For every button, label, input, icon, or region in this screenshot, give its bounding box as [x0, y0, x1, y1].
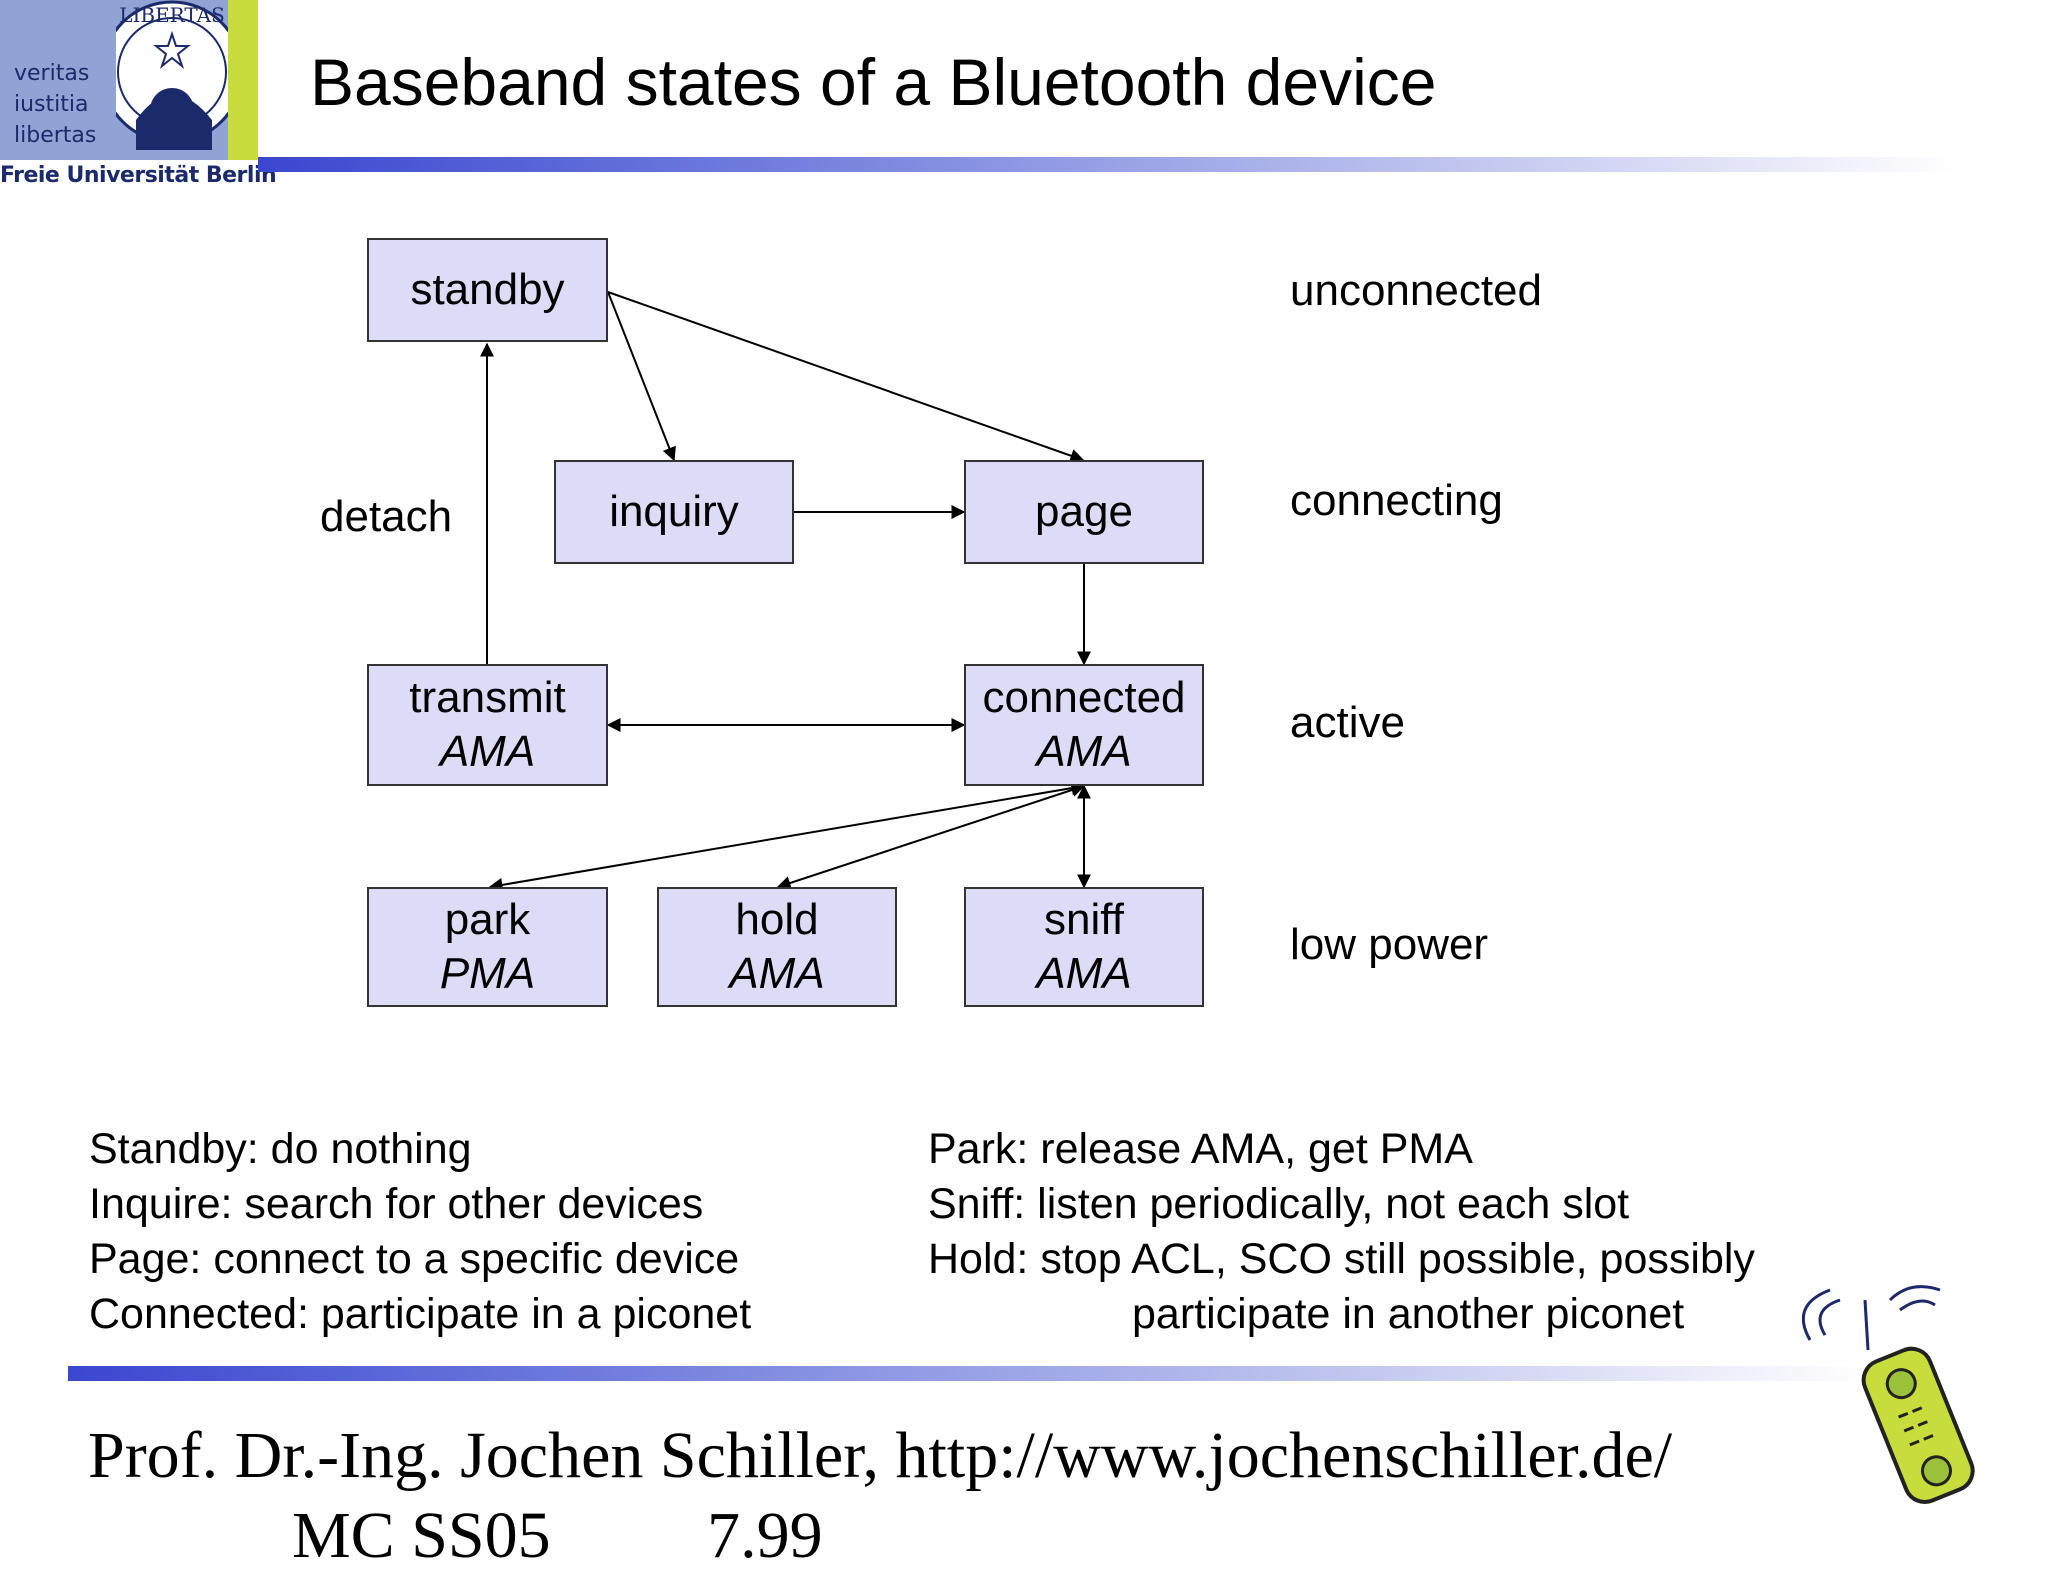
edge-connected-hold — [776, 783, 1086, 890]
level-label-active: active — [1290, 698, 1405, 747]
state-connected: connected AMA — [964, 664, 1204, 786]
university-logo: veritas iustitia libertas LIBERTAS Freie… — [0, 0, 277, 190]
description-line: Page: connect to a specific device — [89, 1235, 740, 1283]
state-name: inquiry — [609, 487, 739, 536]
level-label-connecting: connecting — [1290, 476, 1503, 525]
motto-line: iustitia — [14, 92, 89, 117]
description-line: Inquire: search for other devices — [89, 1180, 704, 1228]
logo-motto: veritas iustitia libertas — [14, 58, 96, 151]
description-left: Standby: do nothing Inquire: search for … — [89, 1122, 751, 1342]
state-sniff: sniff AMA — [964, 887, 1204, 1007]
edge-label-detach: detach — [320, 492, 453, 541]
state-hold: hold AMA — [657, 887, 897, 1007]
state-name: page — [1035, 487, 1133, 536]
motto-line: veritas — [14, 61, 90, 86]
description-line: Park: release AMA, get PMA — [928, 1125, 1473, 1173]
description-line: Sniff: listen periodically, not each slo… — [928, 1180, 1630, 1228]
description-right: Park: release AMA, get PMA Sniff: listen… — [928, 1122, 1755, 1342]
university-seal-icon: LIBERTAS — [116, 0, 228, 150]
state-address: AMA — [439, 727, 536, 776]
description-line: Connected: participate in a piconet — [89, 1290, 752, 1338]
motto-line: libertas — [14, 123, 97, 148]
state-address: AMA — [1036, 949, 1132, 998]
state-name: hold — [735, 895, 819, 944]
mobile-phone-icon — [1801, 1285, 1975, 1504]
state-address: AMA — [729, 949, 825, 998]
state-page: page — [964, 460, 1204, 564]
description-line: participate in another piconet — [1132, 1290, 1685, 1338]
logo-green-bar — [228, 0, 258, 160]
description-line: Standby: do nothing — [89, 1125, 472, 1173]
description-line: Hold: stop ACL, SCO still possible, poss… — [928, 1235, 1755, 1283]
university-name: Freie Universität Berlin — [0, 163, 277, 188]
state-name: sniff — [1044, 895, 1124, 944]
state-address: PMA — [439, 949, 536, 998]
state-park: park PMA — [367, 887, 608, 1007]
state-name: park — [444, 895, 531, 944]
footer-divider-bar — [68, 1366, 1868, 1381]
state-inquiry: inquiry — [554, 460, 794, 564]
slide-title: Baseband states of a Bluetooth device — [310, 45, 1437, 119]
edge-standby-page — [607, 291, 1085, 463]
state-transmit: transmit AMA — [367, 664, 608, 786]
state-standby: standby — [367, 238, 608, 342]
seal-text: LIBERTAS — [119, 3, 225, 27]
title-underline-bar — [258, 157, 1958, 172]
edge-standby-inquiry — [607, 291, 676, 462]
level-label-unconnected: unconnected — [1290, 266, 1542, 315]
edge-connected-park — [488, 781, 1086, 892]
level-label-low-power: low power — [1290, 920, 1489, 969]
state-name: connected — [982, 673, 1186, 722]
state-diagram-edges — [480, 291, 1091, 892]
state-name: standby — [410, 265, 565, 314]
footer-course-info: MC SS05 7.99 — [292, 1498, 963, 1574]
footer-author: Prof. Dr.-Ing. Jochen Schiller, http://w… — [88, 1419, 1673, 1492]
state-name: transmit — [409, 673, 566, 722]
state-address: AMA — [1036, 727, 1132, 776]
